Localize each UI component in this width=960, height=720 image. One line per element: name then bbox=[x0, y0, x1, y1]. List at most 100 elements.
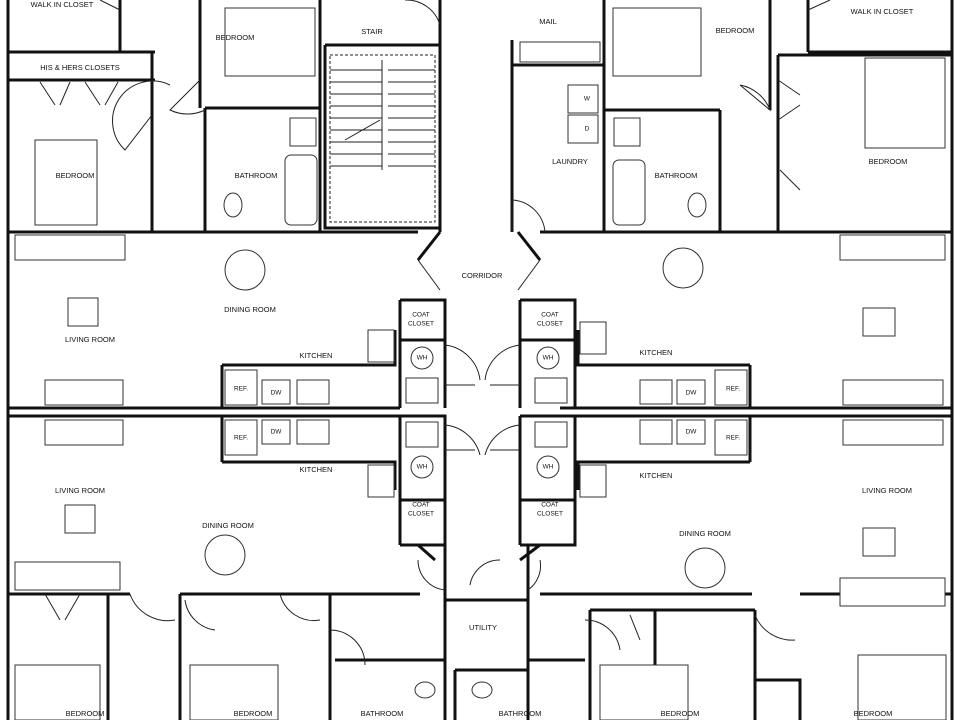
coffee-table-icon bbox=[67, 297, 99, 327]
bed-icon bbox=[224, 7, 316, 77]
sink-icon bbox=[289, 117, 317, 147]
water-heater-icon bbox=[536, 455, 560, 479]
label-coat-br-2: CLOSET bbox=[537, 511, 563, 518]
label-kitchen-tl: KITCHEN bbox=[300, 351, 333, 360]
label-washer: W bbox=[584, 96, 591, 103]
label-kitchen-tr: KITCHEN bbox=[640, 348, 673, 357]
label-bathroom-tr: BATHROOM bbox=[655, 171, 698, 180]
kitchen-sink-icon bbox=[639, 379, 673, 405]
label-bedroom-br-2: BEDROOM bbox=[854, 709, 893, 718]
sofa-icon bbox=[14, 561, 121, 591]
sofa-icon bbox=[839, 234, 946, 261]
stove-icon bbox=[367, 329, 395, 363]
refrigerator-icon bbox=[714, 419, 748, 456]
tv-console-icon bbox=[44, 379, 124, 406]
bed-icon bbox=[14, 664, 101, 720]
tank-icon bbox=[534, 377, 568, 404]
label-dining-bl: DINING ROOM bbox=[202, 521, 254, 530]
toilet-icon bbox=[687, 192, 707, 218]
kitchen-sink-icon bbox=[296, 419, 330, 445]
tank-icon bbox=[534, 421, 568, 448]
label-mail: MAIL bbox=[539, 17, 557, 26]
washer-icon bbox=[567, 84, 599, 114]
label-corridor: CORRIDOR bbox=[462, 271, 503, 280]
label-coat-tl-1: COAT bbox=[412, 312, 430, 319]
label-bedroom-br-1: BEDROOM bbox=[661, 709, 700, 718]
fixtures bbox=[14, 7, 947, 720]
stove-icon bbox=[579, 464, 607, 498]
label-bathroom-br: BATHROOM bbox=[499, 709, 542, 718]
label-coat-tr-2: CLOSET bbox=[537, 321, 563, 328]
tank-icon bbox=[405, 377, 439, 404]
bed-icon bbox=[857, 654, 947, 720]
label-kitchen-bl: KITCHEN bbox=[300, 465, 333, 474]
label-wh-tr: WH bbox=[543, 355, 554, 362]
tv-console-icon bbox=[842, 379, 944, 406]
coffee-table-icon bbox=[64, 504, 96, 534]
dishwasher-icon bbox=[261, 419, 291, 445]
stove-icon bbox=[367, 464, 395, 498]
water-heater-icon bbox=[410, 346, 434, 370]
label-utility: UTILITY bbox=[469, 623, 497, 632]
label-coat-tl-2: CLOSET bbox=[408, 321, 434, 328]
bed-icon bbox=[612, 7, 702, 77]
label-laundry: LAUNDRY bbox=[552, 157, 588, 166]
doors bbox=[39, 0, 831, 666]
kitchen-sink-icon bbox=[639, 419, 673, 445]
water-heater-icon bbox=[536, 346, 560, 370]
tv-console-icon bbox=[44, 419, 124, 446]
label-living-bl: LIVING ROOM bbox=[55, 486, 105, 495]
stair-treads bbox=[329, 54, 436, 223]
label-coat-br-1: COAT bbox=[541, 502, 559, 509]
label-dw-tr: DW bbox=[686, 390, 698, 397]
dining-table-icon bbox=[662, 247, 704, 289]
label-living-br: LIVING ROOM bbox=[862, 486, 912, 495]
bed-icon bbox=[34, 139, 98, 226]
sofa-icon bbox=[14, 234, 126, 261]
refrigerator-icon bbox=[714, 369, 748, 406]
tank-icon bbox=[405, 421, 439, 448]
coffee-table-icon bbox=[862, 527, 896, 557]
stove-icon bbox=[579, 321, 607, 355]
dining-table-icon bbox=[204, 534, 246, 576]
coffee-table-icon bbox=[862, 307, 896, 337]
label-bedroom-tl-left: BEDROOM bbox=[56, 171, 95, 180]
label-bedroom-tr-right: BEDROOM bbox=[869, 157, 908, 166]
label-coat-bl-1: COAT bbox=[412, 502, 430, 509]
label-walk-in-closet-left: WALK IN CLOSET bbox=[31, 0, 94, 9]
refrigerator-icon bbox=[224, 419, 258, 456]
label-dining-tl: DINING ROOM bbox=[224, 305, 276, 314]
bed-icon bbox=[189, 664, 279, 720]
label-dw-bl: DW bbox=[271, 429, 283, 436]
walls bbox=[6, 0, 954, 720]
water-heater-icon bbox=[410, 455, 434, 479]
dryer-icon bbox=[567, 114, 599, 144]
bed-icon bbox=[864, 57, 946, 149]
kitchen-sink-icon bbox=[296, 379, 330, 405]
label-walk-in-closet-right: WALK IN CLOSET bbox=[851, 7, 914, 16]
room-labels: WALK IN CLOSET BEDROOM HIS & HERS CLOSET… bbox=[31, 0, 914, 718]
label-bedroom-tl-top: BEDROOM bbox=[216, 33, 255, 42]
bed-icon bbox=[599, 664, 689, 720]
toilet-icon bbox=[471, 681, 493, 699]
label-ref-tr: REF. bbox=[726, 386, 740, 393]
label-ref-bl: REF. bbox=[234, 435, 248, 442]
label-kitchen-br: KITCHEN bbox=[640, 471, 673, 480]
dishwasher-icon bbox=[676, 419, 706, 445]
label-dining-br: DINING ROOM bbox=[679, 529, 731, 538]
label-coat-bl-2: CLOSET bbox=[408, 511, 434, 518]
label-wh-tl: WH bbox=[417, 355, 428, 362]
dishwasher-icon bbox=[261, 379, 291, 405]
label-bedroom-bl-1: BEDROOM bbox=[66, 709, 105, 718]
label-wh-bl: WH bbox=[417, 464, 428, 471]
dining-table-icon bbox=[224, 249, 266, 291]
mailbox-icon bbox=[519, 41, 601, 63]
label-ref-tl: REF. bbox=[234, 386, 248, 393]
label-bedroom-bl-2: BEDROOM bbox=[234, 709, 273, 718]
label-bedroom-tr-top: BEDROOM bbox=[716, 26, 755, 35]
bathtub-icon bbox=[284, 154, 318, 226]
sofa-icon bbox=[839, 577, 946, 607]
label-coat-tr-1: COAT bbox=[541, 312, 559, 319]
tv-console-icon bbox=[842, 419, 944, 446]
